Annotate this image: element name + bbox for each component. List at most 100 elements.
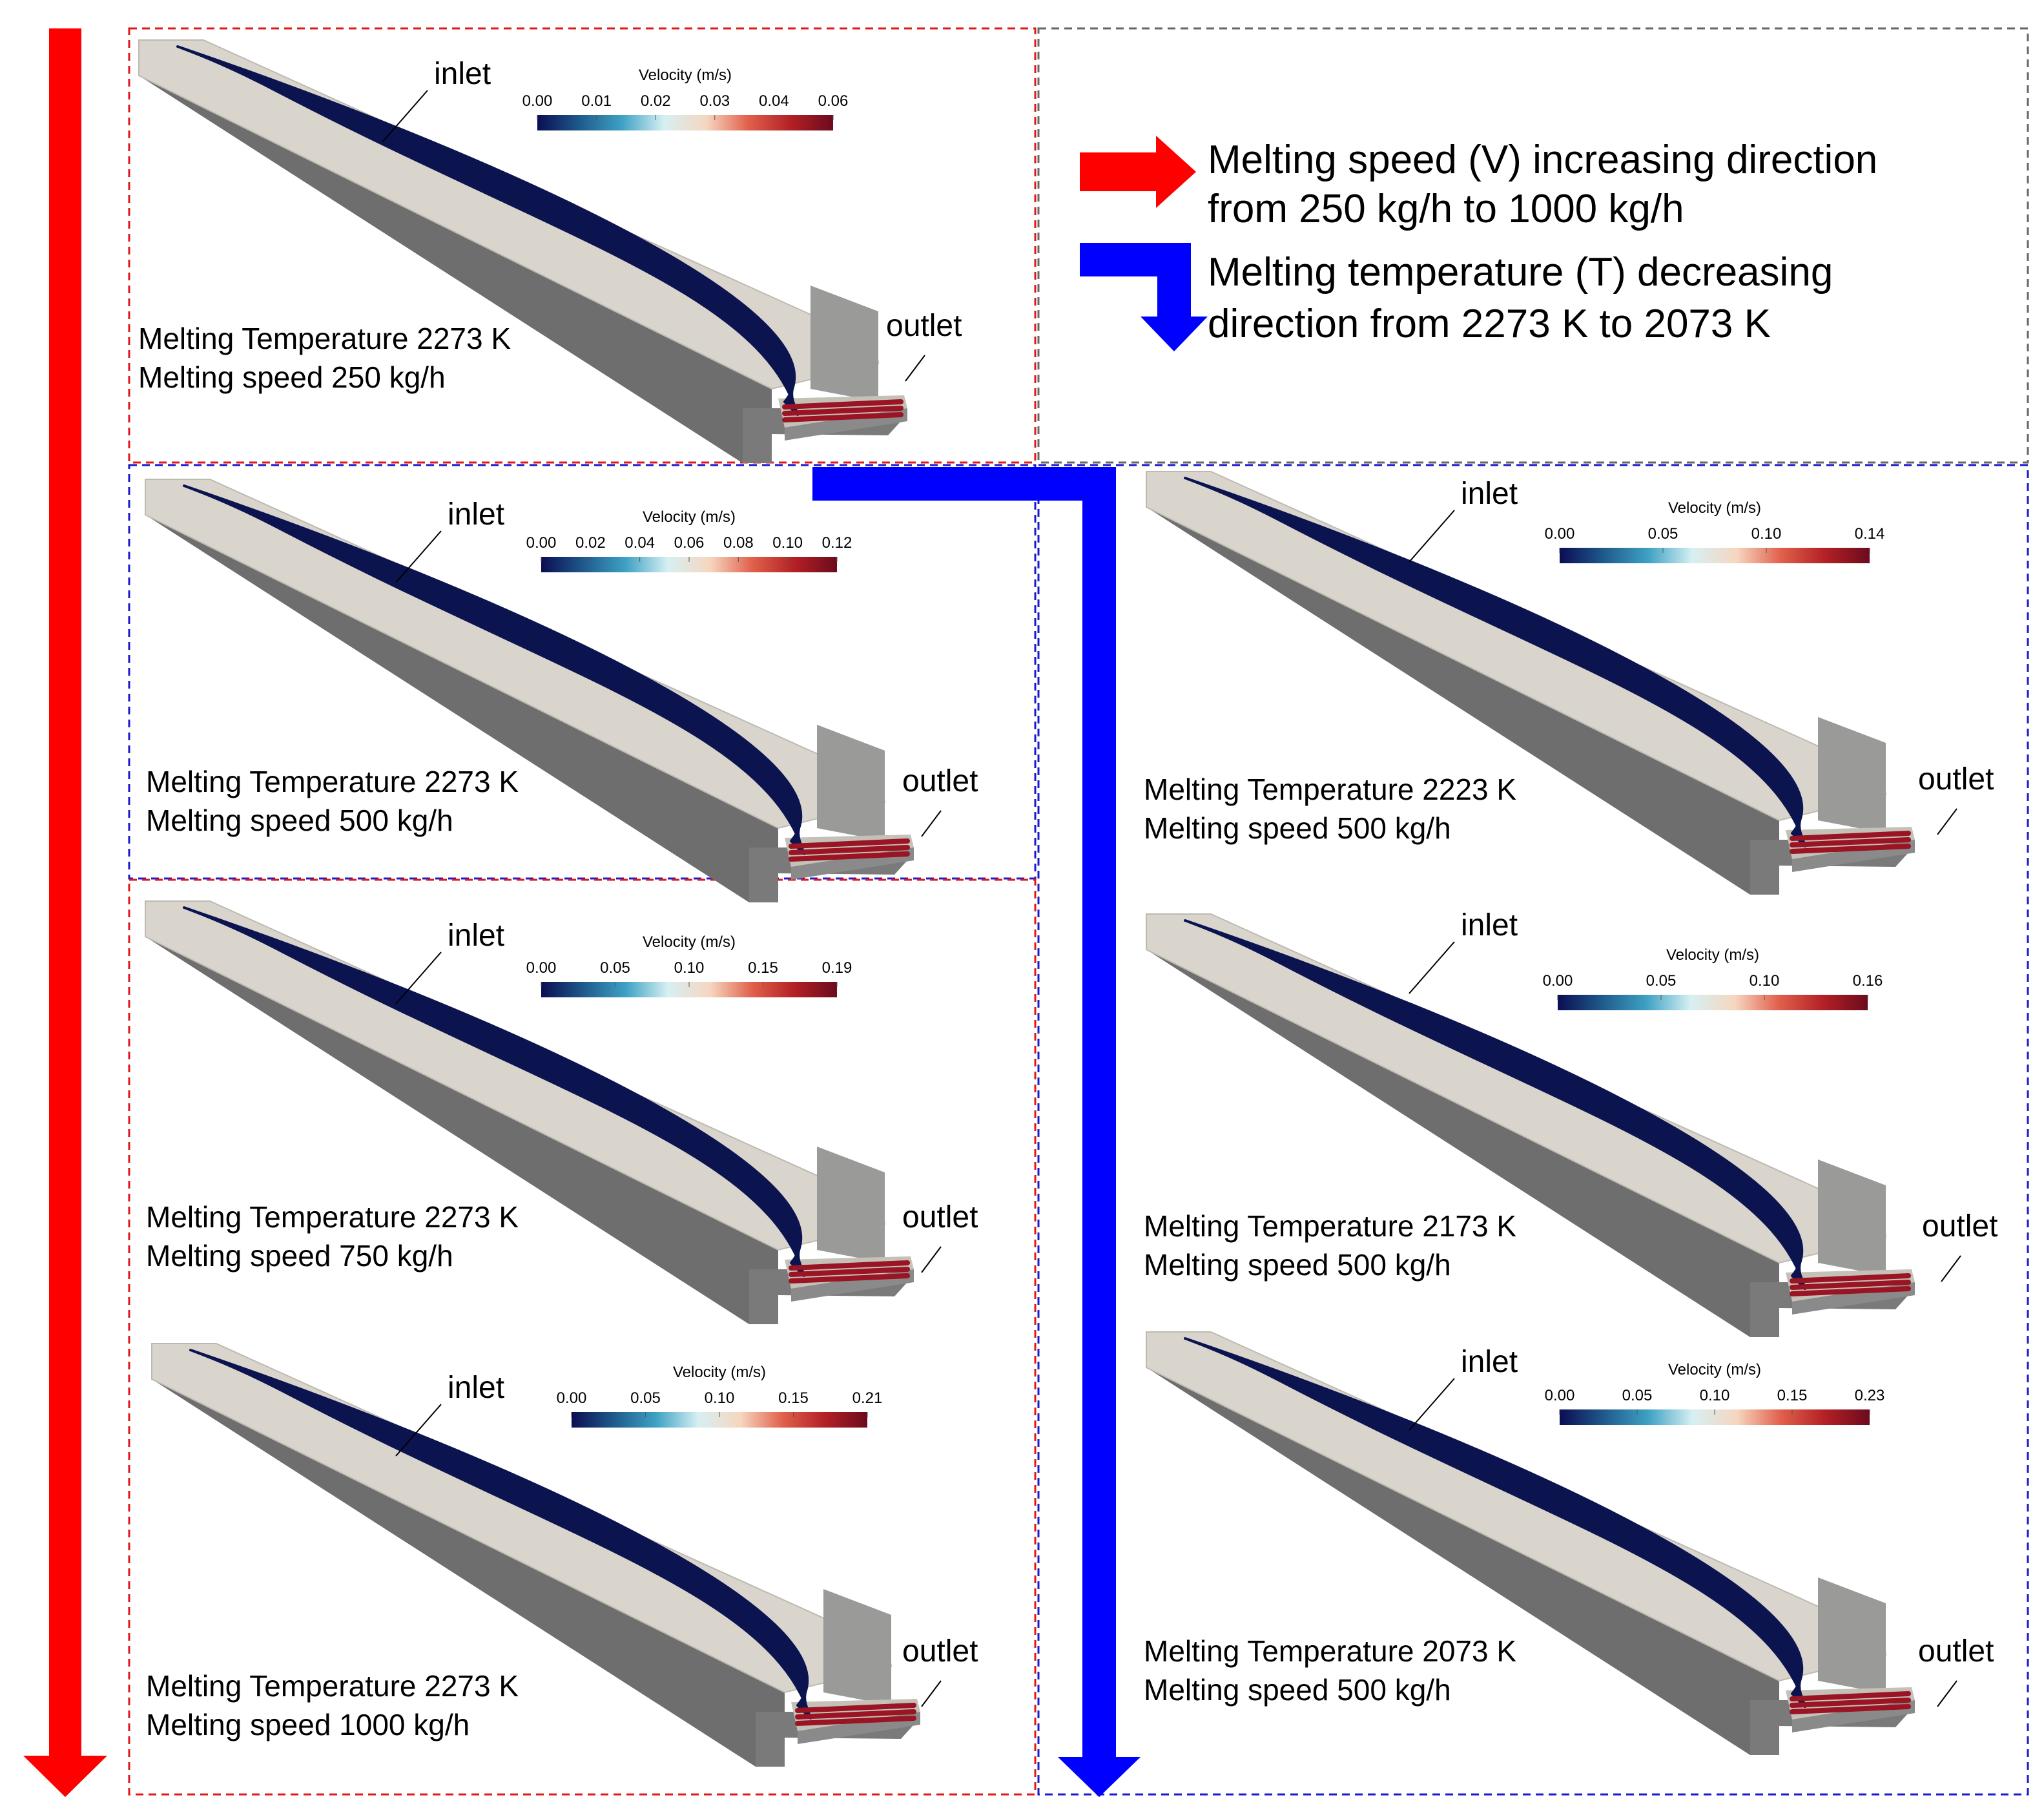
panel-speed-text: Melting speed 500 kg/h: [146, 804, 453, 837]
colorbar-tick-label: 0.00: [526, 959, 557, 977]
inlet-pointer-icon: [1409, 941, 1455, 994]
colorbar-tick-label: 0.03: [699, 92, 730, 110]
colorbar-tick-label: 0.02: [641, 92, 671, 110]
streamline: [1235, 496, 1806, 847]
colorbar-tick-label: 0.05: [630, 1389, 661, 1407]
outlet-streamline: [789, 851, 910, 862]
colorbar-tick-label: 0.00: [1543, 972, 1573, 990]
inlet-label: inlet: [1461, 477, 1518, 511]
streamline: [228, 65, 799, 416]
outlet-streamline: [789, 838, 910, 849]
streamlines: [183, 484, 910, 862]
colorbar-tick-label: 0.10: [772, 534, 803, 552]
inlet-pointer-icon: [382, 90, 428, 143]
outlet-streamline: [789, 1267, 910, 1277]
outlet-label: outlet: [1918, 1634, 1994, 1668]
outlet-streamline: [782, 406, 903, 416]
panel-speed-text: Melting speed 500 kg/h: [1144, 1673, 1451, 1707]
outlet-streamline: [795, 1716, 916, 1726]
panel-temperature-text: Melting Temperature 2273 K: [146, 765, 519, 798]
grey-legend-box: [1037, 27, 2029, 464]
colorbar-title: Velocity (m/s): [1668, 499, 1761, 517]
colorbar-tick-label: 0.15: [778, 1389, 809, 1407]
outlet-pointer-icon: [1937, 1680, 1957, 1707]
colorbar-tick-label: 0.21: [852, 1389, 883, 1407]
outlet-streamline: [1790, 1704, 1911, 1714]
inlet-label: inlet: [448, 919, 504, 953]
inlet-pointer-icon: [395, 951, 442, 1004]
streamline: [1235, 939, 1806, 1290]
blue-box-mid: [128, 464, 1037, 880]
panel-temperature-text: Melting Temperature 2073 K: [1144, 1634, 1516, 1668]
outlet-pointer-icon: [1937, 808, 1957, 835]
colorbar-tick-label: 0.06: [818, 92, 849, 110]
colorbar-tick-label: 0.08: [723, 534, 754, 552]
colorbar-tick-label: 0.00: [1545, 525, 1575, 543]
speed-legend-line-1: Melting speed (V) increasing direction: [1208, 138, 1877, 182]
colorbar-tick-label: 0.10: [674, 959, 705, 977]
outlet-streamline: [1790, 1280, 1911, 1290]
panel-temperature-text: Melting Temperature 2223 K: [1144, 773, 1516, 806]
colorbar-tick-label: 0.19: [822, 959, 852, 977]
colorbar-title: Velocity (m/s): [1668, 1361, 1761, 1378]
colorbar-title: Velocity (m/s): [673, 1364, 766, 1381]
colorbar-tick-label: 0.10: [1750, 972, 1780, 990]
colorbar-ramp: [1558, 995, 1868, 1010]
colorbar-tick-label: 0.15: [1777, 1387, 1808, 1404]
streamline: [1235, 1356, 1806, 1708]
colorbar-title: Velocity (m/s): [1666, 946, 1759, 964]
panel-speed-text: Melting speed 250 kg/h: [138, 360, 446, 394]
outlet-streamline: [1790, 1698, 1911, 1708]
outlet-streamline: [795, 1703, 916, 1713]
colorbar-ramp: [537, 115, 833, 130]
outlet-pointer-icon: [921, 810, 942, 837]
streamlines: [1184, 919, 1911, 1296]
colorbar-tick-label: 0.04: [759, 92, 789, 110]
end-wall: [810, 286, 878, 402]
colorbar-title: Velocity (m/s): [643, 933, 736, 951]
colorbar-tick-label: 0.02: [575, 534, 606, 552]
temperature-legend-line-2: direction from 2273 K to 2073 K: [1208, 302, 1771, 346]
speed-legend-line-2: from 250 kg/h to 1000 kg/h: [1208, 187, 1684, 231]
outlet-streamline: [1790, 844, 1911, 854]
outlet-streamline: [1790, 1691, 1911, 1701]
panel-speed-text: Melting speed 500 kg/h: [1144, 811, 1451, 845]
colorbar-tick-label: 0.00: [1545, 1387, 1575, 1404]
end-wall: [1818, 717, 1886, 833]
inlet-pointer-icon: [1409, 1378, 1455, 1431]
inlet-pointer-icon: [395, 530, 442, 583]
outlet-pointer-icon: [905, 355, 925, 382]
outlet-streamline: [1790, 1286, 1911, 1296]
outlet-label: outlet: [1918, 762, 1994, 796]
speed-legend-arrow-icon: [1080, 136, 1196, 208]
colorbar-tick-label: 0.12: [822, 534, 852, 552]
colorbar: Velocity (m/s) 0.00 0.05 0.10 0.15 0.21: [557, 1364, 883, 1428]
panel-temperature-text: Melting Temperature 2173 K: [1144, 1209, 1516, 1243]
colorbar-tick-label: 0.00: [526, 534, 557, 552]
temperature-legend-arrow-icon: [1080, 243, 1208, 351]
inlet-label: inlet: [1461, 908, 1518, 942]
streamline: [234, 504, 805, 855]
streamline: [234, 926, 805, 1277]
colorbar-tick-label: 0.14: [1855, 525, 1885, 543]
panel-temperature-text: Melting Temperature 2273 K: [146, 1200, 519, 1234]
colorbar-tick-label: 0.10: [1700, 1387, 1730, 1404]
outlet-streamline: [782, 412, 903, 422]
colorbar-tick-label: 0.10: [705, 1389, 735, 1407]
colorbar-tick-label: 0.00: [557, 1389, 587, 1407]
streamlines: [189, 1349, 916, 1726]
colorbar-title: Velocity (m/s): [639, 67, 732, 84]
outlet-streamline: [1790, 837, 1911, 847]
temperature-axis-arrow: [812, 467, 1141, 1797]
outlet-label: outlet: [1922, 1209, 1998, 1243]
outlet-pointer-icon: [921, 1246, 942, 1273]
